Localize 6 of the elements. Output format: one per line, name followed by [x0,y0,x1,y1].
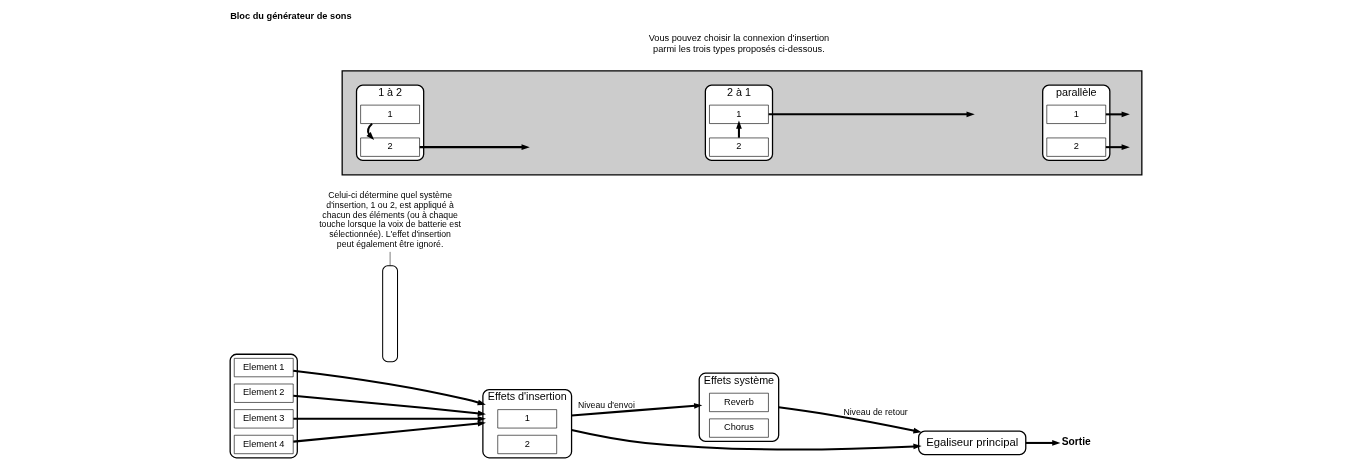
edge-label: Niveau d'envoi [578,399,635,410]
label: Vous pouvez choisir la connexion d'insertion parmi les trois types proposés ci-dessous. [648,33,830,54]
node-text: Sortie [1061,435,1091,447]
diagram-title: Bloc du générateur de sons [230,11,352,22]
node-text: Celui-ci détermine quel système d'insertion, 1 ou 2, est appliqué à chacun des éléments (ou à chaque touche lorsque la voix de batterie est sélectionnée). L'effet d'insertion peut également être ignoré. [319,190,461,249]
edge-label: Niveau de retour [843,406,908,417]
